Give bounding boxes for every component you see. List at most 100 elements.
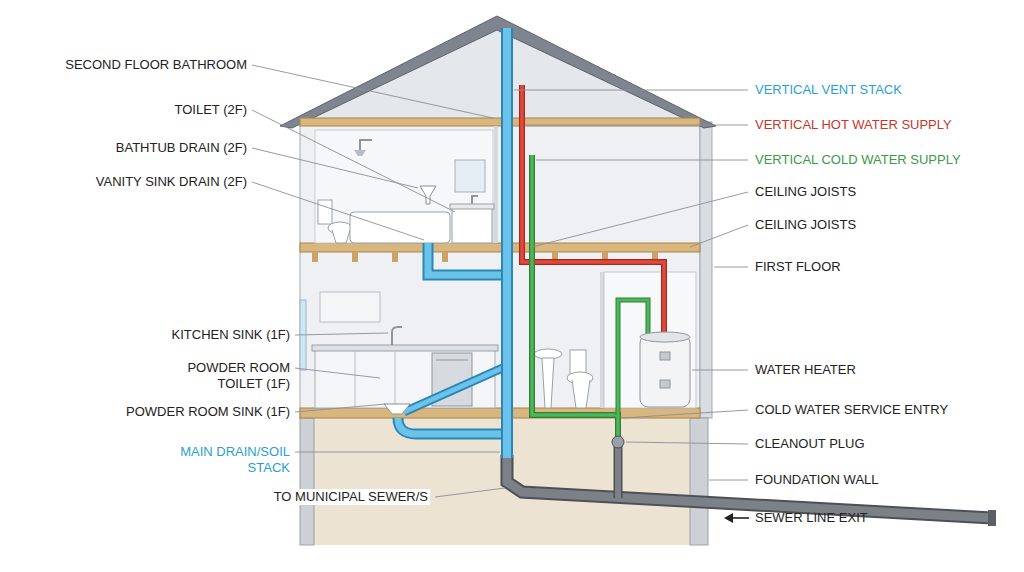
- sewer-line: [612, 436, 624, 448]
- house-shell: [300, 30, 700, 120]
- leader-lines: [295, 404, 386, 412]
- drain-pipes: [428, 243, 507, 275]
- kitchen-fixtures: [436, 360, 468, 361]
- water-heater: [660, 380, 670, 388]
- leader-lines: [526, 125, 748, 126]
- kitchen-fixtures: [320, 292, 380, 322]
- sewer-line: [988, 510, 996, 526]
- floor-joists: [300, 118, 700, 418]
- leader-lines: [252, 182, 424, 240]
- drain-pipes: [398, 418, 507, 434]
- floor-joists: [442, 252, 448, 262]
- leader-lines: [252, 110, 455, 212]
- callout-label: TO MUNICIPAL SEWER/S: [272, 489, 430, 505]
- leader-lines: [536, 160, 748, 161]
- leader-lines: [626, 442, 748, 444]
- water-heater: [640, 335, 690, 407]
- bathroom-fixtures: [472, 196, 478, 204]
- drain-pipes: [503, 28, 511, 458]
- interior-walls: [494, 126, 498, 243]
- leader-lines: [692, 370, 748, 371]
- kitchen-fixtures: [392, 327, 402, 345]
- sewer-line: [507, 455, 992, 518]
- kitchen-fixtures: [312, 292, 498, 408]
- drain-pipes: [404, 366, 507, 412]
- callout-label: SEWER LINE EXIT: [755, 510, 868, 526]
- exit-arrow: [724, 513, 749, 523]
- bathroom-fixtures: [332, 230, 350, 243]
- callout-label: FOUNDATION WALL: [755, 472, 879, 488]
- powder-room-fixtures: [572, 380, 590, 408]
- house-shell: [700, 122, 712, 418]
- callout-label: WATER HEATER: [755, 362, 856, 378]
- powder-room-fixtures: [534, 349, 593, 408]
- supply-pipes: [532, 155, 618, 440]
- floor-joists: [352, 252, 358, 262]
- callout-label: VERTICAL HOT WATER SUPPLY: [755, 117, 952, 133]
- bathroom-fixtures: [455, 160, 485, 192]
- bathroom-fixtures: [360, 140, 372, 150]
- callout-label: VERTICAL COLD WATER SUPPLY: [755, 152, 961, 168]
- leader-lines: [690, 225, 748, 247]
- floor-joists: [300, 243, 700, 252]
- water-heater: [660, 352, 670, 360]
- bathroom-fixtures: [452, 208, 492, 243]
- drain-pipes: [384, 28, 507, 458]
- leader-lines: [622, 410, 748, 418]
- callout-label: FIRST FLOOR: [755, 259, 841, 275]
- leader-lines: [709, 480, 748, 481]
- water-heater: [640, 332, 690, 407]
- basement: [300, 418, 314, 545]
- leader-lines: [295, 333, 388, 335]
- callout-label: BATHTUB DRAIN (2F): [116, 140, 247, 156]
- sewer-line: [614, 444, 623, 498]
- drain-pipes: [384, 404, 410, 414]
- bathroom-fixtures: [350, 212, 450, 243]
- callout-label: MAIN DRAIN/SOIL STACK: [148, 444, 290, 476]
- kitchen-fixtures: [395, 351, 396, 408]
- drain-pipes: [428, 243, 507, 275]
- leader-lines: [252, 148, 418, 188]
- house-shell: [280, 16, 716, 128]
- powder-room-fixtures: [570, 350, 586, 374]
- leader-lines: [252, 65, 493, 118]
- sewer-line: [507, 455, 992, 518]
- drain-pipes: [404, 366, 507, 412]
- interior-walls: [600, 272, 604, 408]
- callout-label: CLEANOUT PLUG: [755, 436, 865, 452]
- basement: [690, 418, 708, 545]
- floor-joists: [312, 252, 318, 262]
- callout-label: CEILING JOISTS: [755, 217, 856, 233]
- kitchen-fixtures: [312, 345, 498, 351]
- bathroom-fixtures: [318, 200, 332, 224]
- callout-label: TOILET (2F): [175, 102, 247, 118]
- leader-lines: [714, 267, 748, 268]
- leader-lines: [295, 368, 380, 378]
- powder-room-fixtures: [542, 358, 554, 408]
- drain-pipes: [398, 418, 507, 434]
- bathroom-fixtures: [354, 150, 366, 156]
- callout-label: VANITY SINK DRAIN (2F): [96, 174, 247, 190]
- callout-label: VERTICAL VENT STACK: [755, 82, 902, 98]
- water-heater: [640, 332, 690, 342]
- floor-joists: [392, 252, 398, 262]
- callout-label: SECOND FLOOR BATHROOM: [65, 57, 247, 73]
- callout-label: POWDER ROOM SINK (1F): [126, 404, 290, 420]
- callout-label: COLD WATER SERVICE ENTRY: [755, 402, 948, 418]
- sewer-line: [615, 444, 621, 498]
- leader-lines: [435, 488, 505, 497]
- leader-lines: [295, 452, 500, 453]
- drain-pipes: [501, 28, 513, 458]
- kitchen-fixtures: [355, 351, 356, 408]
- sewer-line: [507, 436, 996, 526]
- supply-pipes: [532, 155, 618, 440]
- callout-label: KITCHEN SINK (1F): [172, 327, 290, 343]
- bathroom-fixtures: [450, 204, 494, 209]
- callout-label: CEILING JOISTS: [755, 184, 856, 200]
- leader-lines: [252, 65, 748, 497]
- callout-label: POWDER ROOM TOILET (1F): [172, 360, 290, 392]
- leader-lines: [532, 192, 748, 247]
- leader-lines: [514, 90, 748, 91]
